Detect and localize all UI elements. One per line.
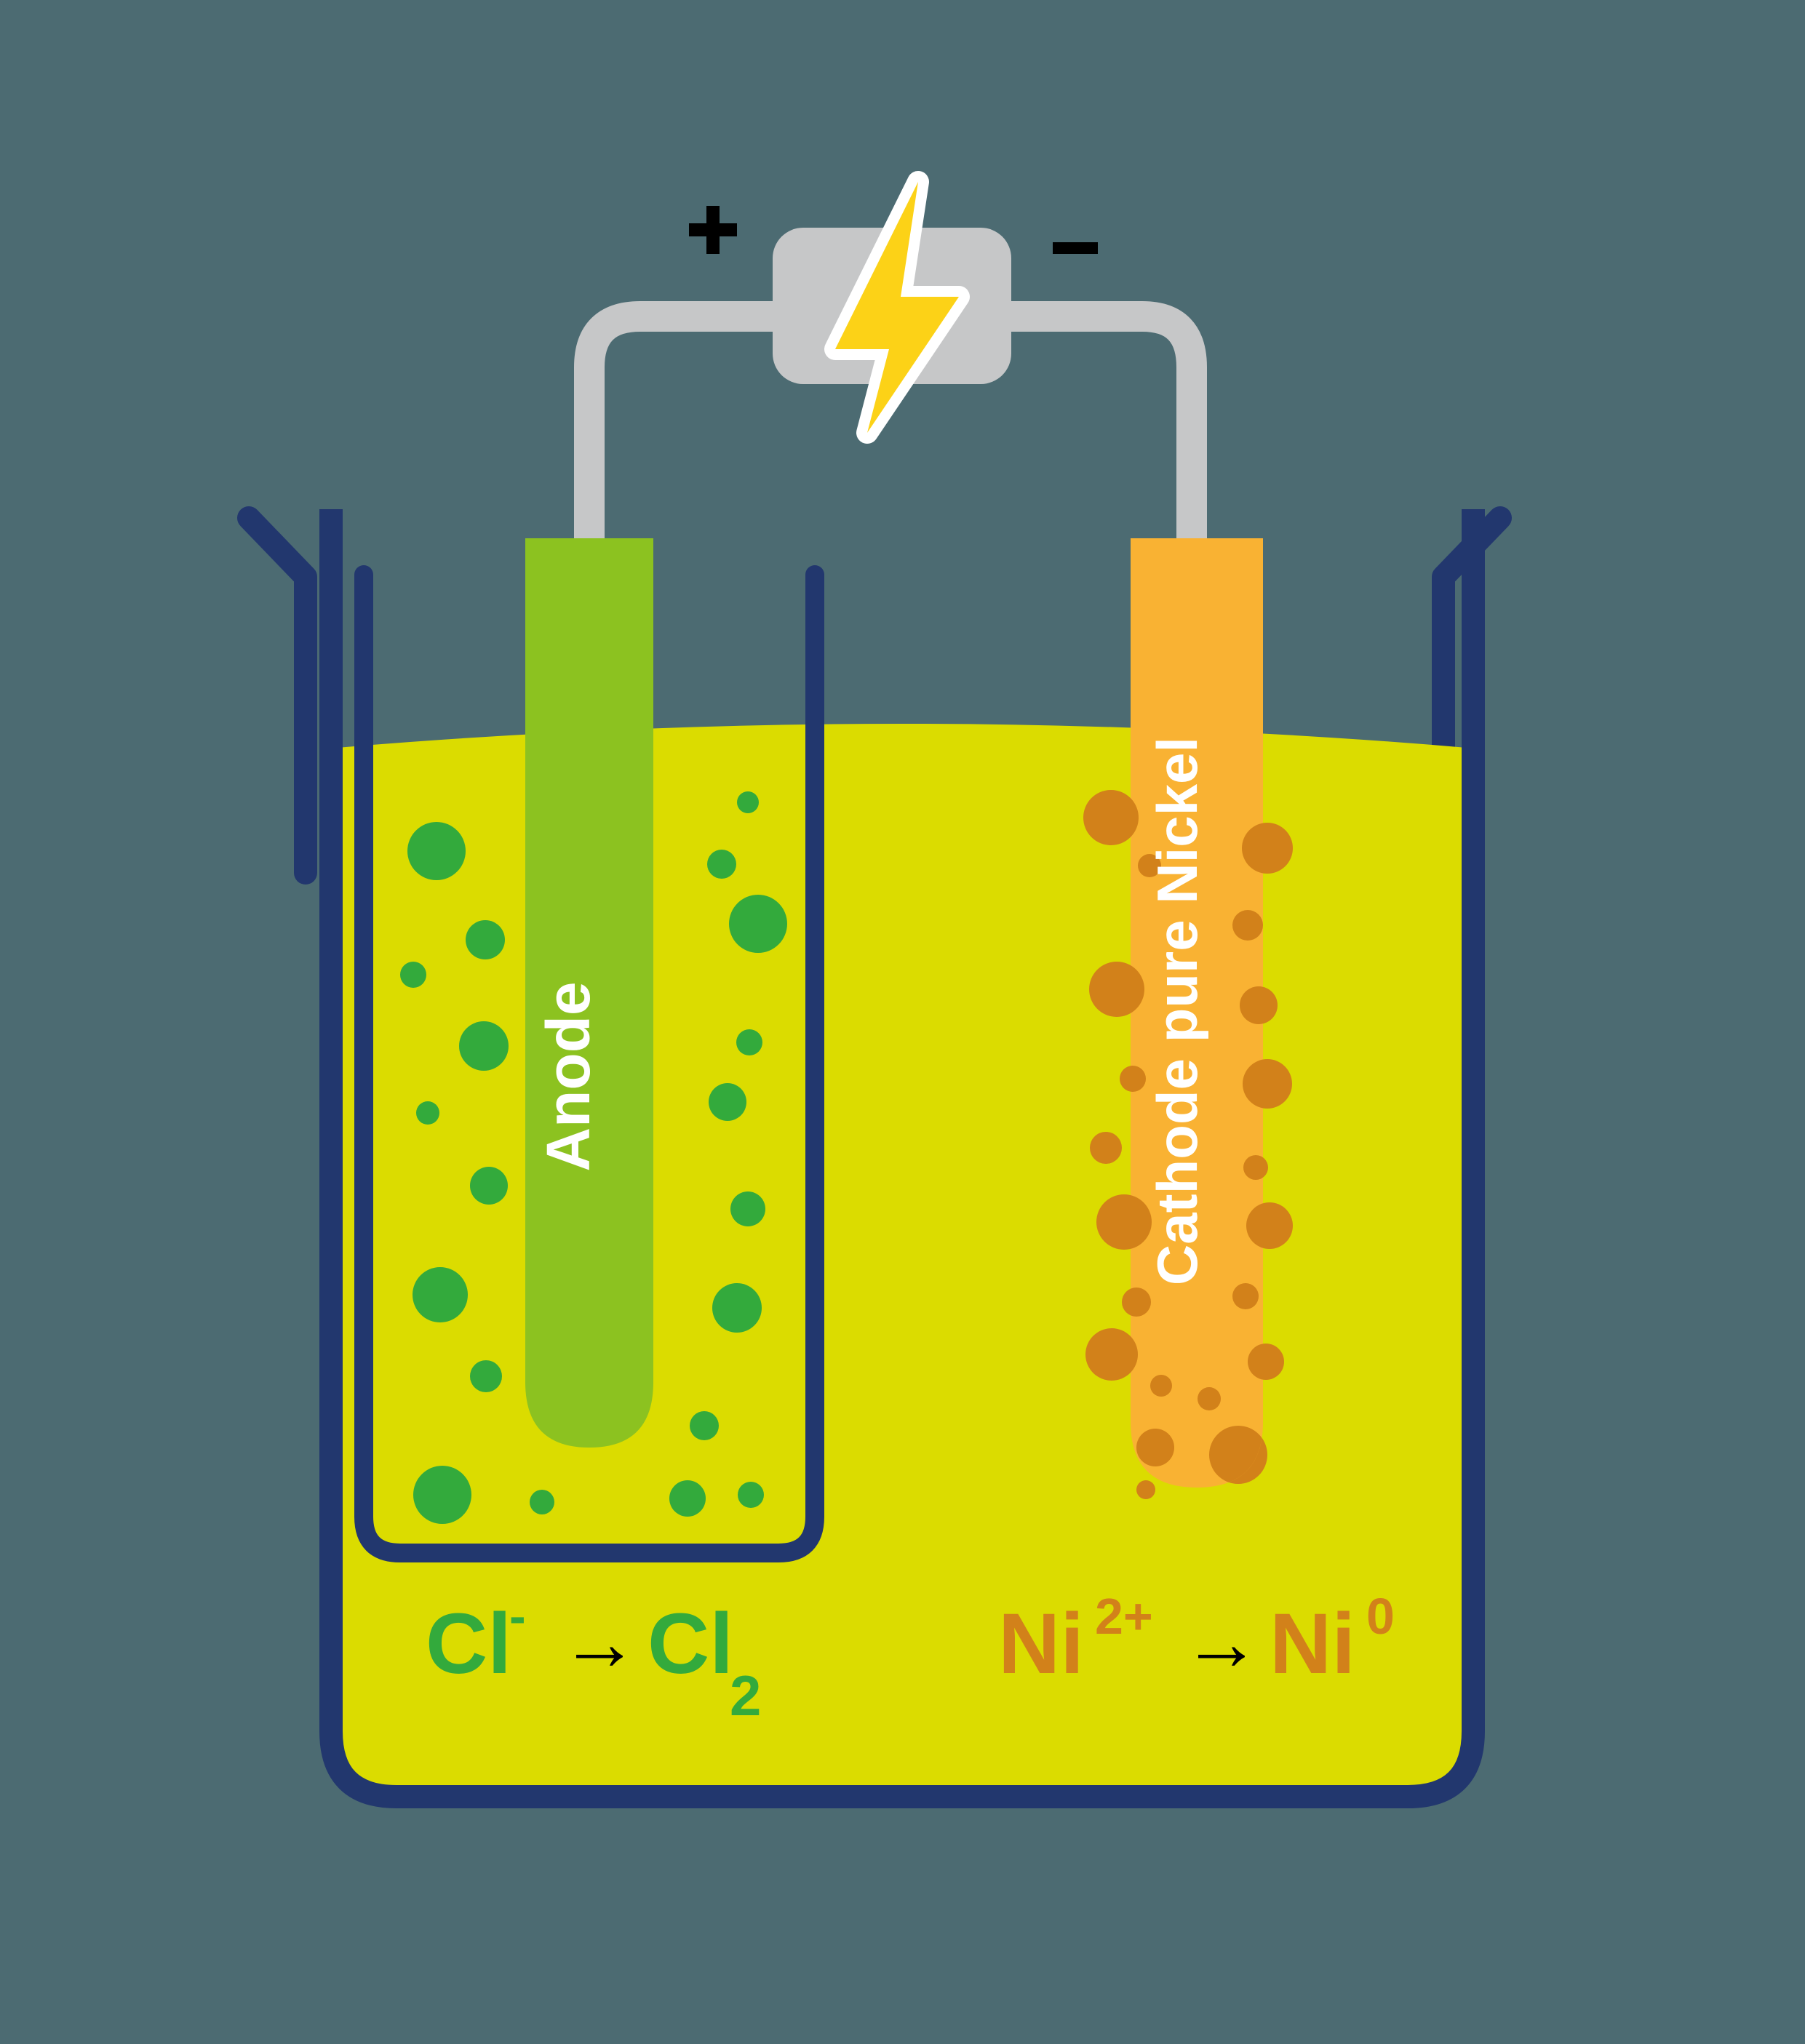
beaker-spout-left (237, 506, 317, 885)
chlorine-gas-bubble (470, 1360, 502, 1392)
nickel-particles-on-cathode (1131, 790, 1263, 1488)
nickel-deposit-particle (1232, 910, 1263, 941)
cathode-reactant: Ni (998, 1596, 1084, 1692)
nickel-deposit-particle (1138, 854, 1161, 877)
chlorine-gas-bubble (690, 1411, 719, 1440)
lightning-bolt-fill (835, 182, 959, 433)
negative-terminal-label (1053, 242, 1098, 254)
chlorine-gas-bubble (459, 1021, 509, 1071)
anode-half-reaction: Cl - → Cl 2 (426, 1589, 761, 1728)
nickel-deposit-particle (1131, 1288, 1151, 1317)
wire-to-anode (574, 301, 788, 568)
anode-reactant: Cl (426, 1596, 511, 1692)
plus-icon-vertical (706, 206, 720, 254)
chlorine-gas-bubble (738, 1482, 764, 1508)
chlorine-gas-bubble (400, 962, 426, 988)
chlorine-gas-bubble (709, 1083, 746, 1121)
nickel-deposit-particle (1243, 1155, 1263, 1180)
chlorine-gas-bubble (707, 850, 736, 879)
nickel-deposit-particle (1248, 1344, 1263, 1380)
anode-product: Cl (648, 1596, 733, 1692)
minus-icon (1053, 242, 1098, 254)
nickel-deposit-particle (1246, 1202, 1263, 1249)
cathode-product: Ni (1270, 1596, 1355, 1692)
nickel-deposit-particle (1136, 1429, 1174, 1466)
chlorine-gas-bubble (413, 1267, 468, 1322)
chlorine-gas-bubble (712, 1283, 762, 1333)
cathode-electrode[interactable] (1131, 538, 1263, 1488)
nickel-deposit-particle (1085, 1328, 1138, 1381)
cathode-product-superscript: 0 (1366, 1588, 1395, 1645)
chlorine-gas-bubble (466, 920, 505, 959)
chlorine-gas-bubble (416, 1101, 439, 1125)
nickel-deposit-particle (1232, 1283, 1259, 1309)
cathode-reactant-charge: 2+ (1095, 1588, 1153, 1645)
chlorine-bubbles-group (400, 791, 787, 1524)
nickel-deposit-particle (1131, 1066, 1146, 1092)
nickel-deposit-particle (1083, 790, 1139, 845)
chlorine-gas-bubble (470, 1167, 508, 1205)
chlorine-gas-bubble (730, 1191, 765, 1226)
cathode-half-reaction: Ni 2+ → Ni 0 (998, 1588, 1395, 1692)
anode-electrode[interactable] (525, 538, 653, 1448)
wire-to-cathode (996, 301, 1207, 568)
positive-terminal-label (689, 206, 737, 254)
chlorine-gas-bubble (407, 822, 466, 880)
anode-label: Anode (534, 981, 602, 1171)
nickel-deposit-particle (1242, 823, 1263, 874)
nickel-deposit-particle (1136, 1480, 1155, 1499)
anode-reaction-arrow: → (560, 1598, 639, 1686)
chlorine-gas-bubble (669, 1480, 706, 1517)
nickel-deposit-particle (1198, 1387, 1221, 1410)
chlorine-gas-bubble (413, 1466, 471, 1524)
beaker-outline (319, 509, 1485, 1808)
anode-product-subscript: 2 (730, 1664, 761, 1728)
nickel-deposit-particle (1243, 1059, 1263, 1109)
anode-compartment-wall (354, 565, 824, 1562)
nickel-deposit-particle (1131, 1194, 1152, 1250)
chlorine-gas-bubble (736, 1029, 762, 1055)
chlorine-gas-bubble (737, 791, 759, 813)
chlorine-gas-bubble (729, 895, 787, 953)
nickel-deposit-particle (1240, 986, 1263, 1024)
anode-reactant-charge: - (509, 1589, 526, 1644)
nickel-deposit-particle (1090, 1132, 1122, 1164)
cathode-label: Cathode pure Nickel (1145, 737, 1209, 1285)
cathode-reaction-arrow: → (1182, 1598, 1261, 1686)
chlorine-gas-bubble (530, 1490, 554, 1514)
nickel-deposit-particle (1150, 1375, 1172, 1397)
